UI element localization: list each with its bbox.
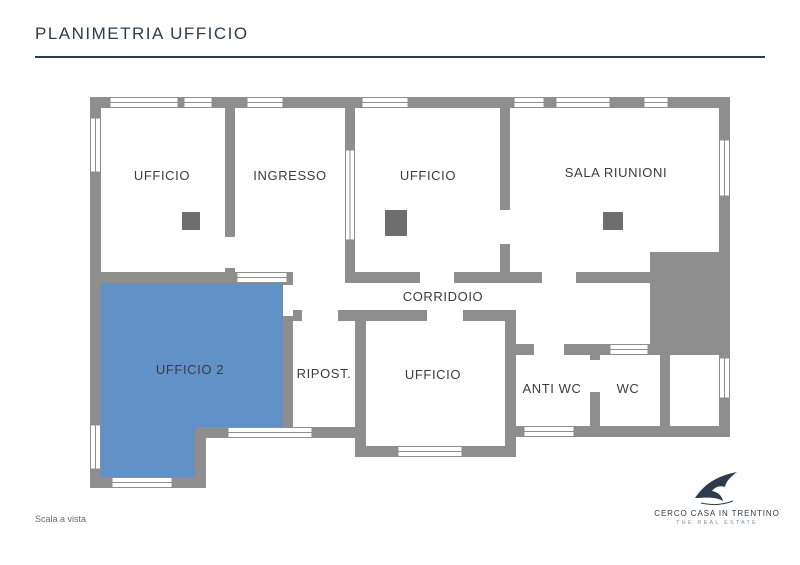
bird-icon: [695, 472, 737, 506]
room-label-ufficio-top-left: UFFICIO: [134, 168, 190, 183]
room-ufficio-2-highlight: [101, 283, 283, 477]
scale-note: Scala a vista: [35, 514, 87, 524]
room-label-wc: WC: [617, 381, 640, 396]
brand-logo: CERCO CASA IN TRENTINO THE REAL ESTATE: [642, 466, 792, 526]
brand-tagline: THE REAL ESTATE: [676, 520, 758, 526]
room-label-ingresso: INGRESSO: [253, 168, 326, 183]
room-label-ufficio-top-mid: UFFICIO: [400, 168, 456, 183]
pillars: [182, 210, 623, 236]
room-label-ufficio-bottom: UFFICIO: [405, 367, 461, 382]
page-title: PLANIMETRIA UFFICIO: [35, 24, 249, 43]
room-label-corridoio: CORRIDOIO: [403, 289, 484, 304]
room-label-ripostiglio: RIPOST.: [297, 366, 352, 381]
room-label-sala-riunioni: SALA RIUNIONI: [565, 165, 667, 180]
room-labels: UFFICIO INGRESSO UFFICIO SALA RIUNIONI C…: [134, 165, 667, 396]
room-label-anti-wc: ANTI WC: [522, 381, 581, 396]
title-divider: [35, 56, 765, 58]
windows: [90, 97, 730, 488]
brand-name: CERCO CASA IN TRENTINO: [654, 509, 780, 518]
room-label-ufficio-2: UFFICIO 2: [156, 362, 224, 377]
door-openings: [225, 208, 600, 394]
